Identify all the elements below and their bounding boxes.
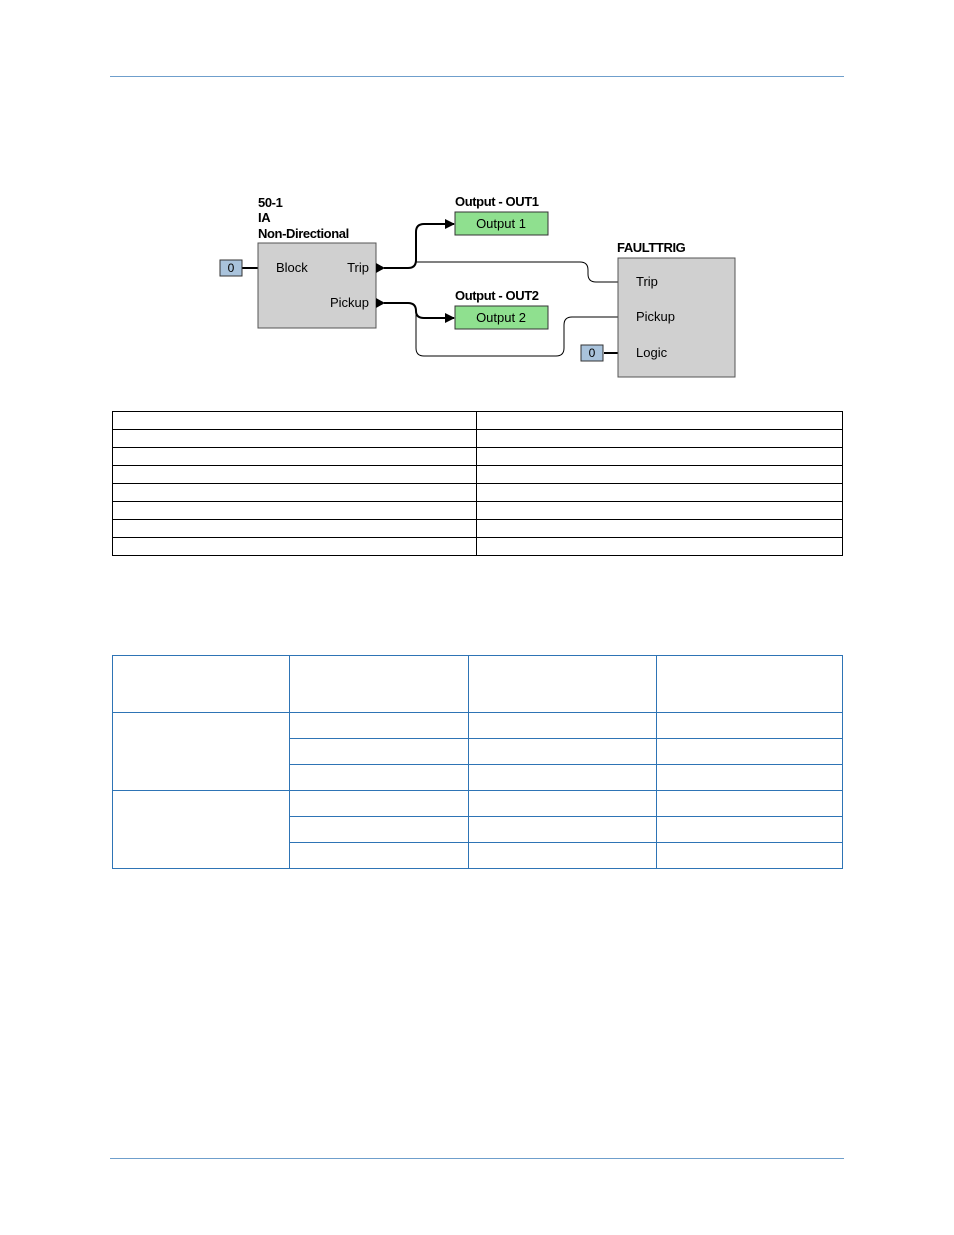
table-header-cell bbox=[468, 655, 657, 713]
wire-trip-to-out1 bbox=[384, 219, 455, 269]
table-row bbox=[112, 790, 843, 869]
wires bbox=[242, 219, 629, 358]
table-cell bbox=[656, 764, 843, 791]
output-out1-title: Output - OUT1 bbox=[455, 194, 539, 209]
table-cell bbox=[476, 537, 843, 556]
output-out2-title: Output - OUT2 bbox=[455, 288, 539, 303]
table-row bbox=[112, 501, 843, 520]
table-row bbox=[113, 816, 843, 843]
table-header-cell bbox=[112, 655, 290, 713]
output-out1-label: Output 1 bbox=[476, 216, 526, 231]
table-cell bbox=[656, 738, 843, 765]
table-row bbox=[113, 842, 843, 869]
table-cell bbox=[476, 519, 843, 538]
wire-pickup-to-faulttrig bbox=[415, 308, 629, 357]
block-50-1-pickup-port-arrow bbox=[376, 298, 385, 308]
table-row bbox=[112, 447, 843, 466]
footer-rule bbox=[110, 1158, 844, 1159]
table-row bbox=[112, 537, 843, 556]
logic-diagram: 50-1 IA Non-Directional Block Trip Picku… bbox=[219, 194, 736, 378]
faulttrig-title: FAULTTRIG bbox=[617, 240, 686, 255]
wire-trip-to-faulttrig bbox=[416, 261, 629, 287]
output-out1[interactable]: Output - OUT1 Output 1 bbox=[454, 194, 549, 236]
table-cell bbox=[468, 738, 657, 765]
table-cell bbox=[476, 411, 843, 430]
block-50-1-output-trip: Trip bbox=[347, 260, 369, 275]
table-cell bbox=[656, 842, 843, 869]
table-row bbox=[112, 519, 843, 538]
block-50-1-title-line-1: 50-1 bbox=[258, 195, 283, 210]
table-cell bbox=[476, 483, 843, 502]
table-cell bbox=[468, 816, 657, 843]
table-cell bbox=[476, 429, 843, 448]
table-cell bbox=[289, 712, 469, 739]
block-50-1[interactable]: 50-1 IA Non-Directional Block Trip Picku… bbox=[257, 195, 385, 329]
table-cell bbox=[112, 429, 477, 448]
block-50-1-input-block: Block bbox=[276, 260, 308, 275]
table-cell bbox=[656, 790, 843, 817]
faulttrig-input-pickup: Pickup bbox=[636, 309, 675, 324]
table-cell bbox=[112, 501, 477, 520]
block-50-1-trip-port-arrow bbox=[376, 263, 385, 273]
results-table bbox=[112, 655, 843, 869]
faulttrig-input-logic: Logic bbox=[636, 345, 668, 360]
table-header-cell bbox=[289, 655, 469, 713]
block-50-1-body bbox=[257, 242, 377, 329]
table-cell bbox=[289, 816, 469, 843]
table-cell bbox=[476, 447, 843, 466]
table-group-cell bbox=[112, 790, 290, 869]
table-cell bbox=[112, 483, 477, 502]
output-out2-label: Output 2 bbox=[476, 310, 526, 325]
table-header-cell bbox=[656, 655, 843, 713]
faulttrig-body bbox=[617, 257, 736, 378]
table-cell bbox=[289, 842, 469, 869]
table-cell bbox=[656, 712, 843, 739]
table-row bbox=[113, 738, 843, 765]
output-out2-box bbox=[454, 305, 549, 330]
block-50-1-output-pickup: Pickup bbox=[330, 295, 369, 310]
table-cell bbox=[468, 842, 657, 869]
table-row bbox=[112, 411, 843, 430]
table-row bbox=[112, 483, 843, 502]
block-faulttrig[interactable]: FAULTTRIG Trip Pickup Logic bbox=[617, 240, 736, 378]
table-cell bbox=[289, 764, 469, 791]
table-row bbox=[112, 429, 843, 448]
table-cell bbox=[112, 519, 477, 538]
wire-pickup-to-out2 bbox=[384, 302, 455, 323]
constant-logic-input-value: 0 bbox=[589, 346, 596, 360]
table-cell bbox=[476, 501, 843, 520]
block-50-1-title-line-2: IA bbox=[258, 210, 271, 225]
block-50-1-title-line-3: Non-Directional bbox=[258, 226, 349, 241]
constant-block-input-value: 0 bbox=[228, 261, 235, 275]
table-cell bbox=[112, 411, 477, 430]
table-cell bbox=[468, 712, 657, 739]
table-cell bbox=[468, 764, 657, 791]
table-cell bbox=[112, 465, 477, 484]
table-cell bbox=[476, 465, 843, 484]
faulttrig-input-trip: Trip bbox=[636, 274, 658, 289]
header-rule bbox=[110, 76, 844, 77]
table-cell bbox=[112, 447, 477, 466]
settings-table bbox=[112, 411, 843, 556]
output-out1-box bbox=[454, 211, 549, 236]
constant-logic-input[interactable]: 0 bbox=[580, 344, 604, 362]
table-header-row bbox=[112, 655, 843, 713]
table-group-cell bbox=[112, 712, 290, 791]
output-out2[interactable]: Output - OUT2 Output 2 bbox=[454, 288, 549, 330]
table-row bbox=[112, 465, 843, 484]
constant-block-input[interactable]: 0 bbox=[219, 259, 243, 277]
table-cell bbox=[112, 537, 477, 556]
table-cell bbox=[656, 816, 843, 843]
table-cell bbox=[289, 738, 469, 765]
table-row bbox=[112, 712, 843, 791]
table-cell bbox=[468, 790, 657, 817]
table-cell bbox=[289, 790, 469, 817]
